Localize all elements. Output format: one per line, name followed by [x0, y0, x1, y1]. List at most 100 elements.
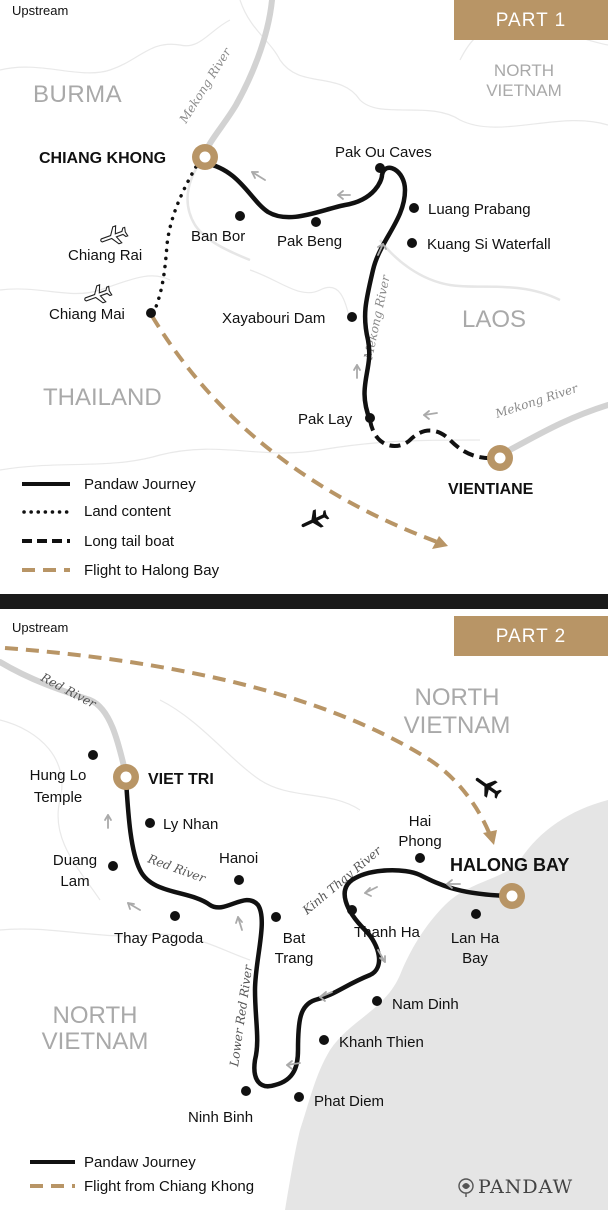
stop-dots-1	[146, 163, 419, 423]
legend-flight-2: Flight from Chiang Khong	[84, 1178, 254, 1195]
label-bat-trang-line1: Bat	[283, 930, 306, 947]
dot-ban-bor	[235, 211, 245, 221]
river-label-mekong-top: Mekong River	[176, 45, 234, 127]
label-thay-pagoda: Thay Pagoda	[114, 930, 204, 947]
country-north-vietnam-top-line2: VIETNAM	[404, 712, 511, 739]
label-hung-lo-line1: Hung Lo	[30, 767, 87, 784]
river-arrows-2	[104, 814, 461, 1070]
label-kuang-si: Kuang Si Waterfall	[427, 236, 551, 253]
label-luang-prabang: Luang Prabang	[428, 201, 531, 218]
legend-longtail: Long tail boat	[84, 533, 175, 550]
label-lan-ha-line1: Lan Ha	[451, 930, 500, 947]
label-pak-lay: Pak Lay	[298, 411, 353, 428]
dot-hai-phong	[415, 853, 425, 863]
dot-bat-trang	[271, 912, 281, 922]
label-chiang-khong: CHIANG KHONG	[39, 150, 166, 167]
legend-land: Land content	[84, 503, 172, 520]
dot-pak-lay	[365, 413, 375, 423]
river-label-red-top: Red River	[38, 670, 100, 712]
label-hai-phong-line2: Phong	[398, 833, 441, 850]
dot-lan-ha	[471, 909, 481, 919]
dot-kuang-si	[407, 238, 417, 248]
legend-journey-2: Pandaw Journey	[84, 1154, 196, 1171]
label-phat-diem: Phat Diem	[314, 1093, 384, 1110]
hub-viet-tri	[113, 764, 139, 790]
label-bat-trang-line2: Trang	[275, 950, 314, 967]
river-label-red-mid: Red River	[145, 851, 208, 885]
country-north-vietnam-bottom-line1: NORTH	[53, 1002, 138, 1029]
flight-arrow-head-1	[432, 536, 448, 549]
sea-area	[285, 800, 608, 1210]
dot-luang-prabang	[409, 203, 419, 213]
dot-hanoi	[234, 875, 244, 885]
label-pak-beng: Pak Beng	[277, 233, 342, 250]
pandaw-journey-route-1	[202, 160, 408, 423]
dot-chiang-mai	[146, 308, 156, 318]
plane-icon	[97, 222, 130, 250]
label-xayabouri: Xayabouri Dam	[222, 310, 325, 327]
legend-journey-1: Pandaw Journey	[84, 476, 196, 493]
plane-icon	[81, 281, 114, 309]
part-2-badge	[454, 616, 608, 656]
dot-pak-beng	[311, 217, 321, 227]
map-part-2: NORTH VIETNAM NORTH VIETNAM Red River Re…	[0, 616, 608, 1210]
label-viet-tri: VIET TRI	[148, 771, 214, 788]
dot-ly-nhan	[145, 818, 155, 828]
river-label-lower-red: Lower Red River	[227, 963, 255, 1068]
label-duang-lam-line2: Lam	[60, 873, 89, 890]
flight-path-1	[150, 314, 441, 545]
legend-1: Pandaw Journey Land content Long tail bo…	[22, 476, 220, 579]
legend-flight-1: Flight to Halong Bay	[84, 562, 220, 579]
country-burma: BURMA	[33, 81, 122, 108]
label-vientiane: VIENTIANE	[448, 481, 534, 498]
river-label-mekong-right: Mekong River	[493, 381, 581, 421]
river-label-kinh-thay: Kinh Thay River	[299, 843, 385, 918]
river-arrows-1	[251, 171, 438, 420]
section-divider	[0, 594, 608, 609]
hub-vientiane	[487, 445, 513, 471]
country-north-vietnam-line1: NORTH	[494, 61, 554, 80]
country-north-vietnam-bottom-line2: VIETNAM	[42, 1028, 149, 1055]
stop-dots-2	[88, 750, 481, 1102]
map-part-1: BURMA NORTH VIETNAM LAOS THAILAND Mekong…	[0, 0, 608, 579]
dot-khanh-thien	[319, 1035, 329, 1045]
flight-arrow-head-2	[483, 830, 497, 845]
country-thailand: THAILAND	[43, 384, 162, 411]
country-borders-2	[0, 699, 361, 961]
dot-nam-dinh	[372, 996, 382, 1006]
country-north-vietnam-line2: VIETNAM	[486, 81, 562, 100]
flight-path-2	[4, 646, 492, 836]
label-ban-bor: Ban Bor	[191, 228, 245, 245]
label-nam-dinh: Nam Dinh	[392, 996, 459, 1013]
pandaw-logo-icon	[458, 1178, 474, 1197]
label-ly-nhan: Ly Nhan	[163, 816, 218, 833]
label-lan-ha-line2: Bay	[462, 950, 488, 967]
label-halong-bay: HALONG BAY	[450, 855, 569, 875]
label-hanoi: Hanoi	[219, 850, 258, 867]
upstream-label-1: Upstream	[12, 3, 68, 18]
pandaw-journey-route-2	[123, 777, 515, 1089]
hub-chiang-khong	[192, 144, 218, 170]
label-chiang-rai: Chiang Rai	[68, 247, 142, 264]
dot-hung-lo	[88, 750, 98, 760]
land-content-route	[152, 158, 202, 314]
dot-thanh-ha	[347, 905, 357, 915]
label-hung-lo-line2: Temple	[34, 789, 82, 806]
dot-duang-lam	[108, 861, 118, 871]
label-chiang-mai: Chiang Mai	[49, 306, 125, 323]
brand-pandaw: PANDAW	[478, 1176, 573, 1198]
dot-thay-pagoda	[170, 911, 180, 921]
upstream-label-2: Upstream	[12, 620, 68, 635]
part-1-badge	[454, 0, 608, 40]
label-ninh-binh: Ninh Binh	[188, 1109, 253, 1126]
rivers-2	[0, 659, 129, 778]
label-khanh-thien: Khanh Thien	[339, 1034, 424, 1051]
dot-xayabouri	[347, 312, 357, 322]
plane-icon	[297, 505, 332, 535]
country-north-vietnam-top-line1: NORTH	[415, 684, 500, 711]
dot-pak-ou-caves	[375, 163, 385, 173]
long-tail-boat-route	[368, 419, 501, 461]
part-2-label: PART 2	[496, 626, 566, 647]
